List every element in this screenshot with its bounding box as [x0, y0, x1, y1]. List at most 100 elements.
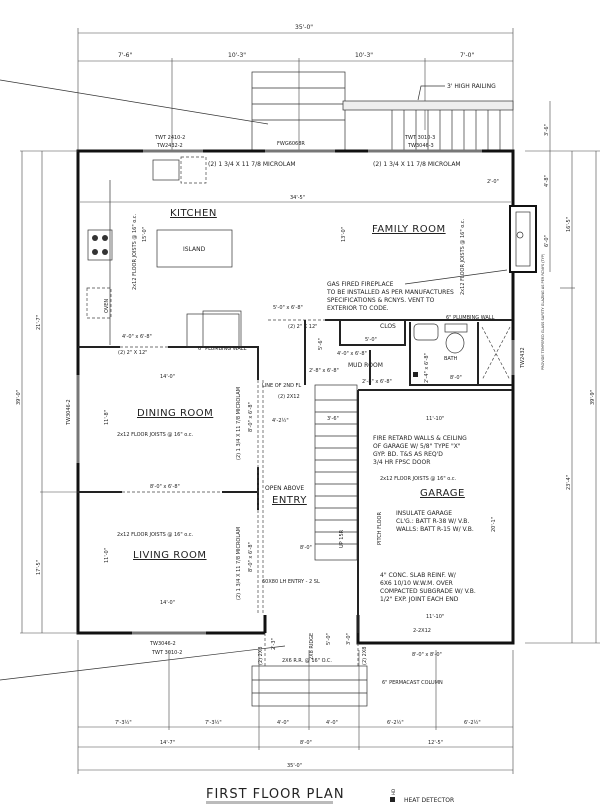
post-label: (2) 2X8	[258, 647, 264, 665]
svg-text:6'-2½": 6'-2½"	[464, 719, 481, 726]
svg-text:14'-7": 14'-7"	[160, 740, 175, 746]
room-clos: CLOS	[380, 323, 396, 330]
legend-heat-detector: HEAT DETECTOR	[404, 797, 454, 804]
svg-text:8'-0": 8'-0"	[300, 740, 312, 746]
window-tag: TWT 3010-3	[404, 135, 435, 141]
svg-text:12'-5": 12'-5"	[428, 740, 443, 746]
dim-top-seg: 7'-6"	[118, 52, 132, 59]
opening-label: 8'-0" x 6'-8"	[248, 402, 254, 432]
front-steps	[251, 633, 368, 707]
sink	[152, 159, 180, 181]
railing-note: 3' HIGH RAILING	[447, 83, 496, 90]
dim-top-seg: 10'-3"	[355, 52, 373, 59]
svg-text:1/2" EXP. JOINT EACH END: 1/2" EXP. JOINT EACH END	[380, 596, 459, 603]
opening-label: 2'-8" x 6'-8"	[362, 379, 392, 385]
post-label: (2) 2X8	[362, 647, 368, 665]
dim-interior: 4'-2½"	[272, 417, 289, 424]
opening-label: 5'-0" x 6'-8"	[273, 305, 303, 311]
room-family: FAMILY ROOM	[372, 224, 446, 235]
dim-interior: 11'-8"	[104, 410, 110, 425]
dim-top-seg: 7'-0"	[460, 52, 474, 59]
ridge-label: 2X8 RIDGE	[309, 633, 315, 660]
svg-text:INSULATE GARAGE: INSULATE GARAGE	[396, 510, 452, 517]
beam-label: (2) 1 3/4 X 11 7/8 MICROLAM	[236, 527, 242, 600]
svg-text:23'-4": 23'-4"	[566, 475, 572, 490]
left-dimensions: 39'-0" 21'-7" 17'-5"	[16, 150, 78, 634]
svg-text:21'-7": 21'-7"	[36, 315, 42, 330]
dim-interior: 15'-0"	[142, 227, 148, 242]
pitch-floor-note: PITCH FLOOR	[377, 512, 383, 545]
island-label: ISLAND	[183, 246, 206, 253]
svg-text:EXTERIOR TO CODE.: EXTERIOR TO CODE.	[327, 305, 389, 312]
dim-interior: 11'-10"	[426, 614, 444, 620]
slab-note: 4" CONC. SLAB REINF. W/ 6X6 10/10 W.W.M.…	[380, 572, 476, 603]
svg-text:WALLS: BATT R-15 W/ V.B.: WALLS: BATT R-15 W/ V.B.	[396, 526, 474, 533]
svg-text:6X6 10/10 W.W.M. OVER: 6X6 10/10 W.W.M. OVER	[380, 580, 453, 587]
plan-title: FIRST FLOOR PLAN	[206, 787, 345, 802]
beam-label: (2) 1 3/4 X 11 7/8 MICROLAM	[208, 161, 296, 168]
dim-interior: 2'-3"	[271, 638, 277, 650]
fire-retard-note: FIRE RETARD WALLS & CEILING OF GARAGE W/…	[373, 435, 467, 466]
stair-up-label: UP 15R	[339, 529, 345, 548]
staircase: UP 15R	[314, 384, 358, 561]
room-bath: BATH	[444, 356, 458, 362]
svg-text:35'-0": 35'-0"	[287, 763, 302, 769]
bath-fixtures	[413, 323, 468, 377]
header-label: (2) 2X12	[278, 394, 300, 400]
dim-top-total: 35'-0"	[295, 24, 313, 31]
dim-interior: 13'-0"	[341, 227, 347, 242]
svg-text:16'-5": 16'-5"	[566, 217, 572, 232]
room-mud: MUD ROOM	[348, 362, 383, 369]
heat-detector-symbol	[413, 372, 418, 377]
dim-interior: 14'-0"	[160, 600, 175, 606]
dim-interior: 8'-0"	[450, 375, 462, 381]
svg-text:17'-5": 17'-5"	[36, 560, 42, 575]
svg-text:7'-3½": 7'-3½"	[115, 719, 132, 726]
svg-text:OF GARAGE W/ 5/8" TYPE "X": OF GARAGE W/ 5/8" TYPE "X"	[373, 443, 461, 450]
deck-railing: 3' HIGH RAILING	[342, 83, 514, 151]
joist-label: 2x12 FLOOR JOISTS @ 16" o.c.	[460, 218, 466, 295]
plumbing-wall-note: 6" PLUMBING WALL	[198, 346, 247, 352]
title-underline	[206, 801, 333, 804]
svg-text:FIRE RETARD WALLS & CEILING: FIRE RETARD WALLS & CEILING	[373, 435, 467, 442]
svg-text:39'-0": 39'-0"	[16, 390, 22, 405]
svg-text:3/4 HR FPSC DOOR: 3/4 HR FPSC DOOR	[373, 459, 430, 466]
dim-interior: 11'-10"	[426, 416, 444, 422]
dim-interior: 5'-6"	[318, 338, 324, 350]
room-garage: GARAGE	[420, 488, 465, 499]
entry-door-note: 60X80 LH ENTRY - 2 SL	[262, 579, 320, 585]
svg-text:4" CONC. SLAB REINF. W/: 4" CONC. SLAB REINF. W/	[380, 572, 457, 579]
svg-text:4'-8": 4'-8"	[544, 175, 550, 187]
rafter-label: 2X6 R.R. @ 16" O.C.	[282, 658, 332, 664]
room-dining: DINING ROOM	[137, 408, 213, 419]
opening-label: 2'-4" x 6'-8"	[424, 353, 430, 383]
plumbing-wall-note: 6" PLUMBING WALL	[446, 315, 495, 321]
window-tag: TW3046-2	[66, 399, 72, 426]
island	[156, 229, 233, 268]
dim-interior: 8'-0"	[300, 545, 312, 551]
permacast-note: 6" PERMACAST COLUMN	[382, 680, 443, 686]
dim-interior: 2'-0"	[487, 179, 499, 185]
heat-detector-symbol-label: HD	[391, 789, 396, 795]
svg-text:3'-6": 3'-6"	[544, 124, 550, 136]
svg-text:CL'G.: BATT R-38 W/ V.B.: CL'G.: BATT R-38 W/ V.B.	[396, 518, 469, 525]
heat-detector-icon	[390, 797, 395, 802]
svg-text:COMPACTED SUBGRADE W/ V.B.: COMPACTED SUBGRADE W/ V.B.	[380, 588, 476, 595]
svg-text:6'-0": 6'-0"	[544, 235, 550, 247]
joist-label: 2x12 FLOOR JOISTS @ 16" o.c.	[117, 432, 194, 438]
svg-text:7'-3½": 7'-3½"	[205, 719, 222, 726]
oven-label: OVEN	[104, 299, 110, 313]
window-tag: TW3046-3	[407, 143, 434, 149]
opening-label: 8'-0" x 8'-0"	[412, 652, 442, 658]
fireplace-note: GAS FIRED FIREPLACE TO BE INSTALLED AS P…	[326, 269, 508, 312]
room-kitchen: KITCHEN	[170, 208, 217, 219]
rear-steps	[251, 71, 346, 152]
fireplace	[509, 205, 537, 273]
joist-label: 2x12 FLOOR JOISTS @ 16" o.c.	[132, 213, 138, 290]
kitchen-fixtures: OVEN ISLAND	[86, 156, 242, 348]
svg-text:TO BE INSTALLED AS PER MANUFAC: TO BE INSTALLED AS PER MANUFACTURES	[326, 289, 454, 296]
dim-top-seg: 10'-3"	[228, 52, 246, 59]
header-label: 2-2X12	[413, 628, 431, 634]
opening-label: 2'-8" x 6'-8"	[309, 368, 339, 374]
